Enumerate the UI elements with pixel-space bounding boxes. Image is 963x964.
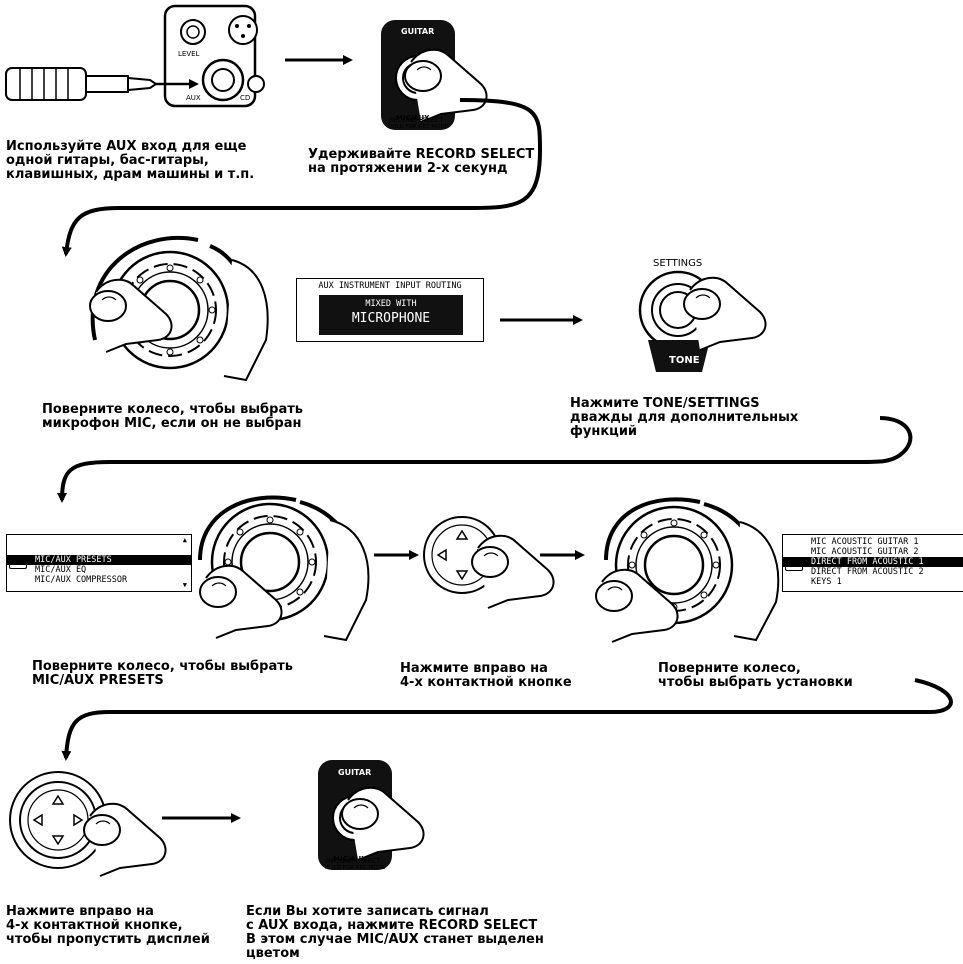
lcd-menu-item: MIC/AUX EQ bbox=[35, 565, 87, 575]
guitar-label: GUITAR bbox=[401, 27, 435, 36]
lcd-routing-line2: MICROPHONE bbox=[351, 311, 431, 326]
caption-press-right-1: Нажмите вправо на 4-х контактной кнопке bbox=[400, 661, 572, 690]
caption-record-aux: Если Вы хотите записать сигнал с AUX вхо… bbox=[246, 904, 544, 961]
caption-press-right-2: Нажмите вправо на 4-х контактной кнопке,… bbox=[6, 904, 210, 947]
caption-turn-wheel-settings: Поверните колесо, чтобы выбрать установк… bbox=[658, 661, 853, 690]
caption-press-tone: Нажмите TONE/SETTINGS дважды для дополни… bbox=[570, 396, 799, 439]
guitar-label-2: GUITAR bbox=[338, 768, 372, 777]
scroll-down-icon: ▼ bbox=[182, 581, 187, 589]
lcd-routing-display: AUX INSTRUMENT INPUT ROUTING MIXED WITH … bbox=[296, 278, 484, 342]
flow-arrow-2 bbox=[61, 98, 543, 257]
lcd-preset-item: DIRECT FROM ACOUSTIC 2 bbox=[811, 567, 924, 577]
settings-label: SETTINGS bbox=[653, 258, 703, 269]
tone-label: TONE bbox=[669, 355, 700, 366]
lcd-routing-line1: MIXED WITH bbox=[365, 299, 417, 309]
lcd-preset-item: KEYS 1 bbox=[811, 577, 842, 587]
scroll-wheel-3 bbox=[595, 497, 780, 643]
lcd-menu-item: MIC/AUX COMPRESSOR bbox=[35, 575, 128, 585]
tone-settings-button bbox=[638, 270, 767, 372]
scroll-wheel-2 bbox=[198, 495, 370, 642]
lcd-preset-item: MIC ACOUSTIC GUITAR 2 bbox=[811, 547, 919, 557]
four-way-button-1 bbox=[423, 516, 555, 609]
aux-jack-panel bbox=[163, 4, 265, 108]
aux-label: AUX bbox=[186, 94, 201, 102]
caption-turn-wheel-presets: Поверните колесо, чтобы выбрать MIC/AUX … bbox=[32, 659, 293, 688]
caption-turn-wheel-mic: Поверните колесо, чтобы выбрать микрофон… bbox=[42, 402, 303, 431]
four-way-button-2 bbox=[9, 771, 167, 877]
aux-cable-icon bbox=[5, 67, 158, 101]
flow-arrow-7 bbox=[61, 678, 953, 761]
cd-label: CD bbox=[240, 94, 251, 102]
hold-for-rec-label-2: HOLD FOR REC MODE bbox=[325, 865, 386, 871]
lcd-menu-item: MIC/AUX PRESETS bbox=[7, 555, 191, 565]
lcd-preset-item: DIRECT FROM ACOUSTIC 1 bbox=[783, 557, 963, 567]
lcd-preset-item: MIC ACOUSTIC GUITAR 1 bbox=[811, 537, 919, 547]
record-select-label-2: RECORD SELECT bbox=[326, 857, 381, 865]
mic-aux-label-2: MIC/AUX bbox=[333, 855, 367, 863]
hold-for-rec-label: HOLD FOR REC MODE bbox=[388, 124, 449, 130]
record-select-label: RECORD SELECT bbox=[389, 116, 444, 124]
caption-hold-record: Удерживайте RECORD SELECT на протяжении … bbox=[308, 147, 535, 176]
flow-arrow-4 bbox=[57, 416, 913, 503]
scroll-wheel-1 bbox=[89, 236, 269, 382]
lcd-routing-header: AUX INSTRUMENT INPUT ROUTING bbox=[318, 281, 462, 291]
caption-aux-input: Используйте AUX вход для еще одной гитар… bbox=[6, 139, 255, 182]
level-label: LEVEL bbox=[178, 50, 200, 58]
scroll-up-icon: ▲ bbox=[182, 536, 187, 544]
mic-aux-label: MIC/AUX bbox=[396, 114, 430, 122]
